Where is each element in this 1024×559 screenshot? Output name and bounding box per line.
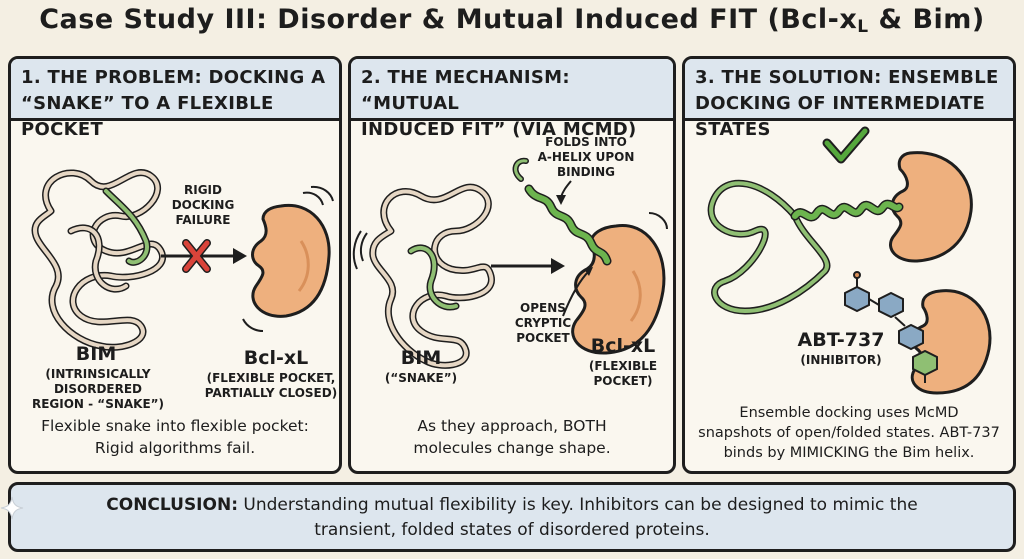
bcl-xl-description: (Flexible Pocket, Partially Closed)	[204, 371, 338, 400]
solution-illustration	[707, 126, 992, 395]
bcl-xl-label: Bcl-xL	[243, 347, 309, 369]
panel-problem: 1. The Problem: Docking a “Snake” to a F…	[8, 56, 342, 474]
heading-line: Induced Fit” (via McMD)	[361, 119, 637, 140]
bcl-xl-protein-illustration	[571, 223, 666, 355]
bim-label: BIM	[75, 343, 117, 365]
conclusion-label: CONCLUSION:	[106, 495, 238, 515]
bim-tangle-illustration	[31, 169, 167, 351]
title-tail: & Bim)	[868, 4, 985, 35]
panel-mechanism: 2. The Mechanism: “Mutual Induced Fit” (…	[348, 56, 676, 474]
bcl-xl-label: Bcl-xL	[590, 335, 656, 357]
bcl-xl-bound-illustration	[889, 151, 973, 263]
bim-helix-bound-illustration	[707, 179, 904, 315]
mechanism-illustration	[352, 157, 668, 369]
heading-line: 2. The Mechanism: “Mutual	[361, 67, 570, 114]
panel-solution: 3. The Solution: Ensemble Docking of Int…	[682, 56, 1016, 474]
bim-tangle-illustration	[369, 183, 495, 369]
page-title: Case Study III: Disorder & Mutual Induce…	[0, 4, 1024, 44]
panel-solution-caption: Ensemble docking uses McMD snapshots of …	[698, 405, 1000, 461]
conclusion-text: Understanding mutual flexibility is key.…	[238, 495, 918, 515]
heading-line: Docking of Intermediate States	[695, 93, 986, 140]
abt-737-label: ABT-737	[797, 329, 885, 351]
bcl-xl-protein-illustration	[251, 203, 331, 318]
panel-solution-heading: 3. The Solution: Ensemble Docking of Int…	[685, 59, 1013, 140]
sparkle-icon	[0, 496, 24, 520]
abt-737-description: (Inhibitor)	[800, 353, 882, 367]
panel-mechanism-caption: As they approach, BOTH molecules change …	[413, 417, 611, 457]
heading-line: “Snake” to a Flexible Pocket	[21, 93, 274, 140]
pocket-label: Opens Cryptic Pocket	[514, 301, 572, 345]
panel-mechanism-heading: 2. The Mechanism: “Mutual Induced Fit” (…	[351, 59, 673, 140]
alpha-helix-illustration	[512, 157, 612, 266]
helix-label: Folds into α-helix upon binding	[537, 135, 635, 179]
panel-problem-heading: 1. The Problem: Docking a “Snake” to a F…	[11, 59, 339, 140]
bim-description: (Intrinsically Disordered Region - “Snak…	[31, 367, 165, 411]
rigid-docking-label: Rigid Docking Failure	[171, 183, 235, 227]
conclusion-box: CONCLUSION: Understanding mutual flexibi…	[8, 482, 1016, 552]
bim-label: BIM	[400, 347, 442, 369]
heading-line: 3. The Solution: Ensemble	[695, 67, 999, 88]
title-main: Case Study III: Disorder & Mutual Induce…	[39, 4, 858, 35]
heading-line: 1. The Problem: Docking a	[21, 67, 326, 88]
panel-problem-caption: Flexible snake into flexible pocket: Rig…	[41, 417, 309, 457]
bim-description: (“Snake”)	[384, 371, 458, 385]
title-subscript: L	[857, 17, 869, 37]
abt-737-molecule-illustration	[844, 271, 938, 383]
problem-illustration	[31, 169, 334, 351]
conclusion-text: transient, folded states of disordered p…	[314, 520, 710, 540]
bcl-xl-description: (Flexible Pocket)	[588, 359, 658, 388]
